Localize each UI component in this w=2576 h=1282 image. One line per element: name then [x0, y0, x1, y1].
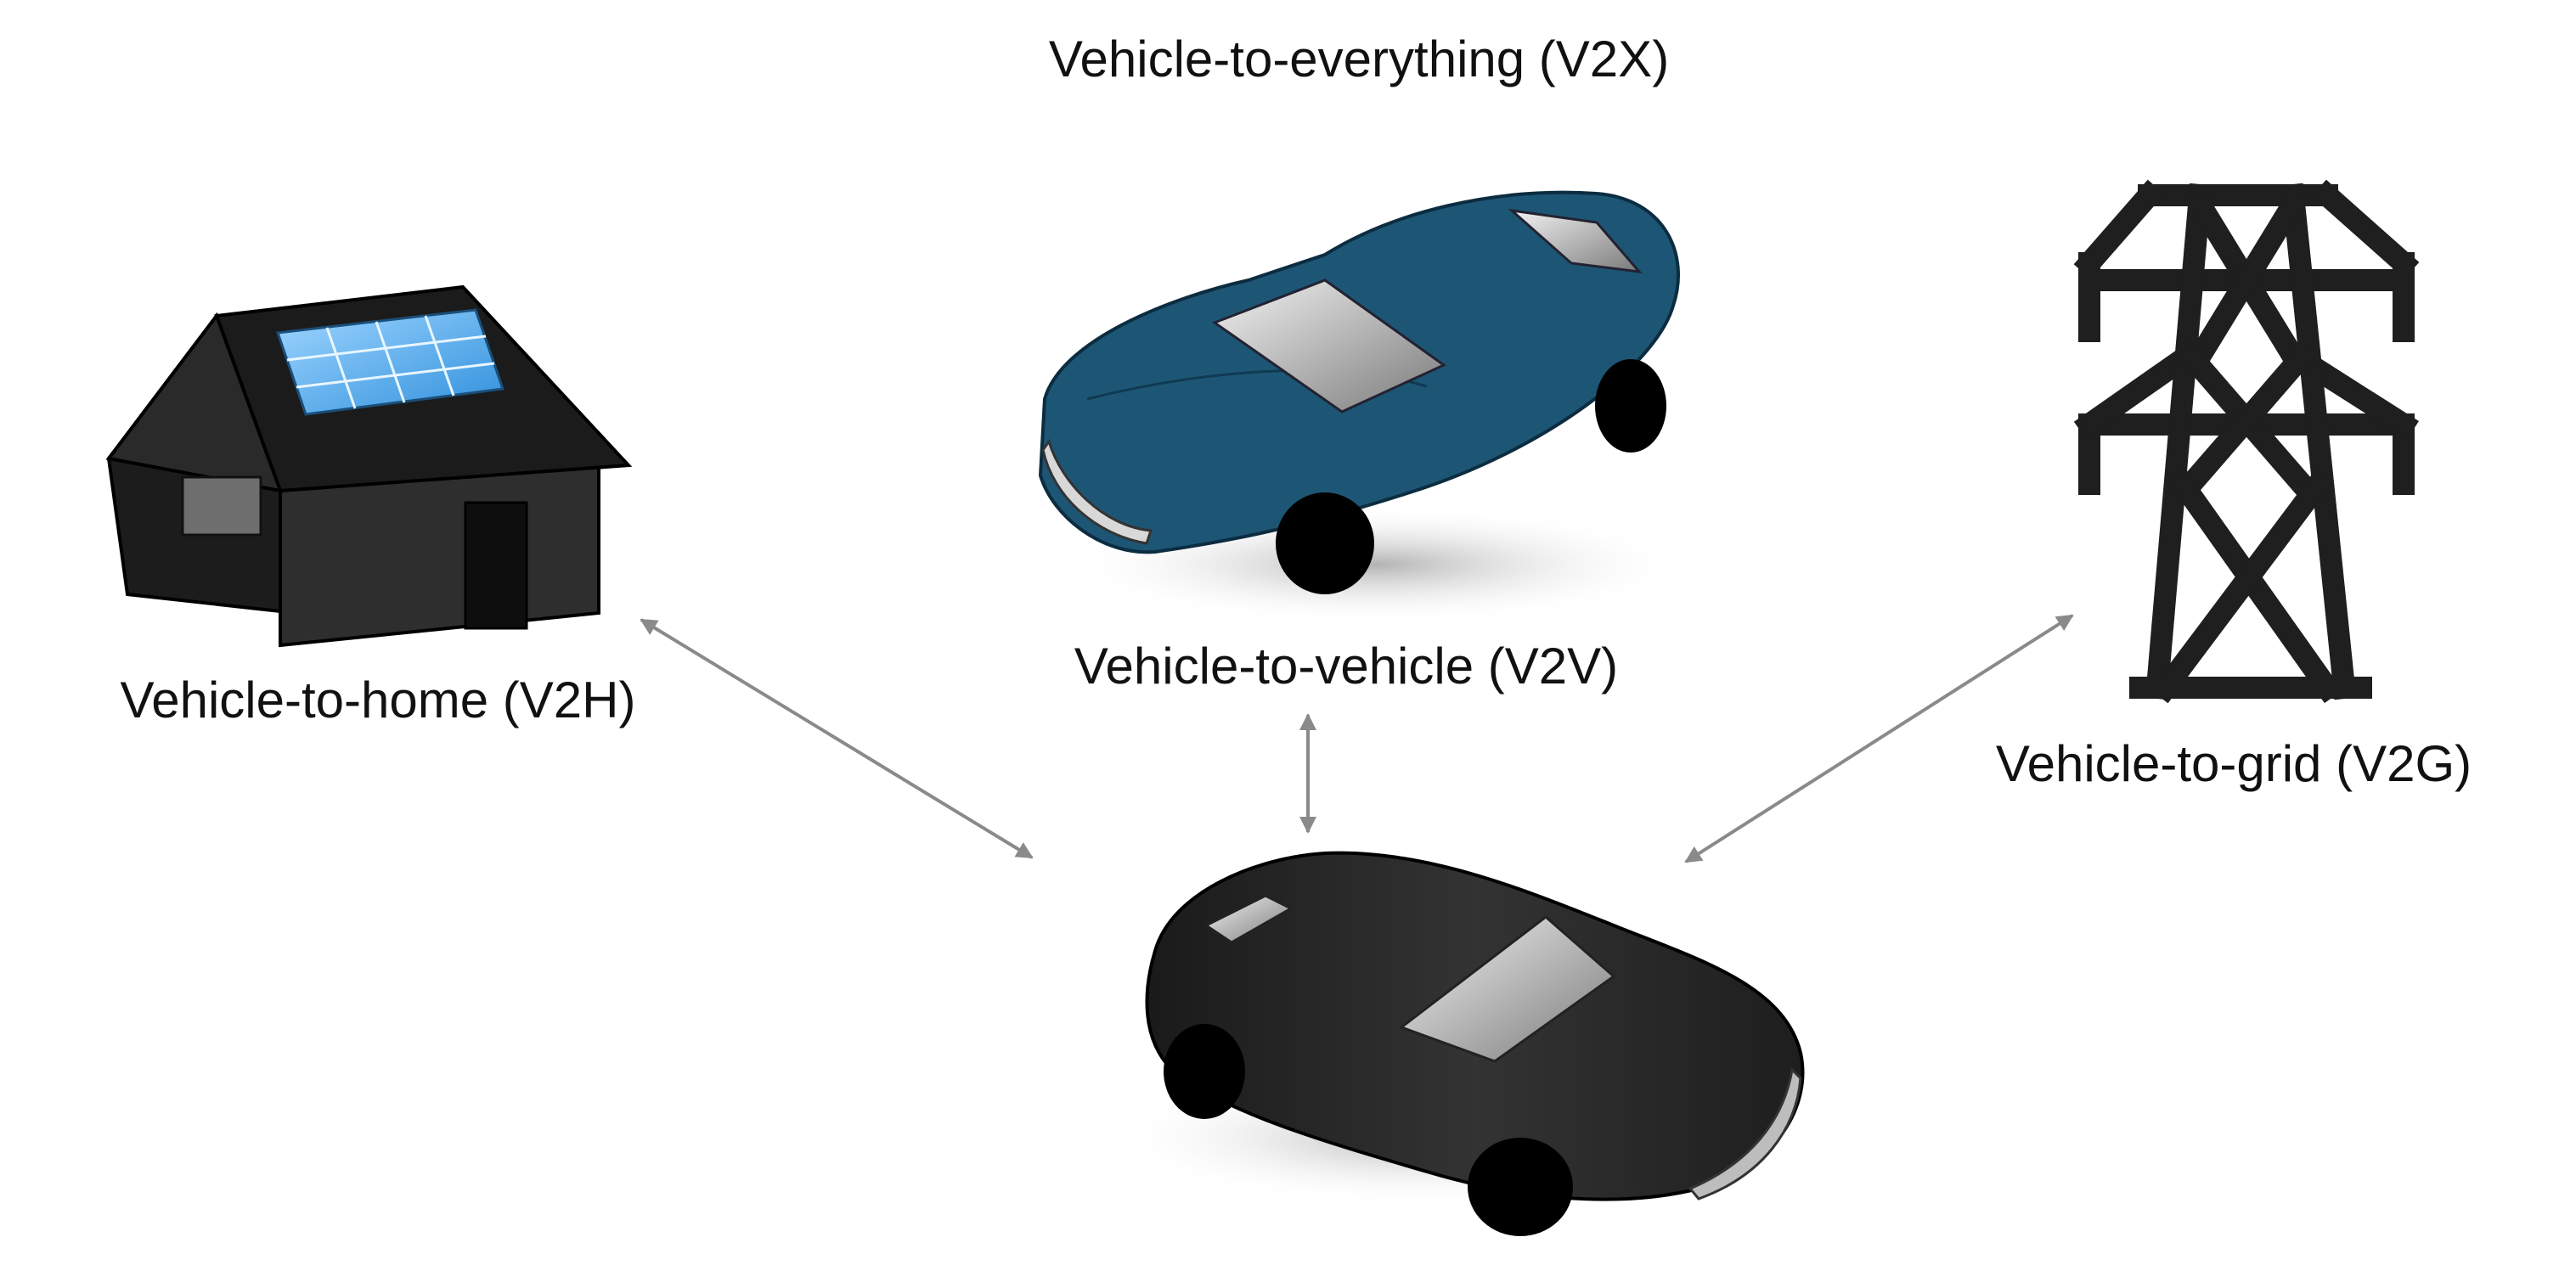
label-v2h: Vehicle-to-home (V2H): [121, 672, 636, 728]
connection-arrows: [640, 614, 2074, 863]
power-pylon-icon: [2073, 179, 2420, 704]
label-v2g: Vehicle-to-grid (V2G): [1996, 735, 2472, 792]
label-v2v: Vehicle-to-vehicle (V2V): [1074, 638, 1618, 694]
arrow-v2g: [1684, 614, 2074, 863]
arrow-v2h: [640, 618, 1034, 859]
solar-panel-icon: [275, 308, 505, 416]
house-solar-icon: [105, 284, 633, 648]
blue-car-icon: [1038, 190, 1690, 624]
diagram-title: Vehicle-to-everything (V2X): [1049, 31, 1669, 87]
black-car-icon: [1104, 851, 1805, 1236]
